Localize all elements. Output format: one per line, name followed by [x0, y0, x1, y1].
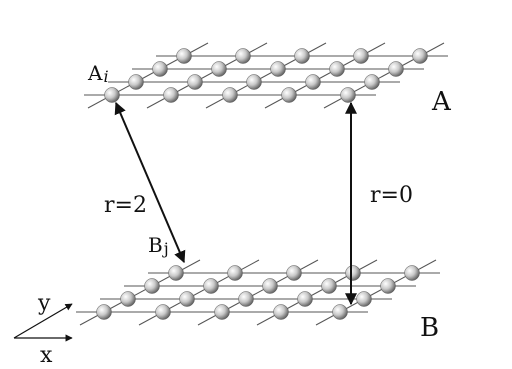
plane-b-sphere — [286, 265, 302, 281]
plane-b-sphere — [356, 291, 372, 307]
plane-a-sphere — [353, 48, 369, 64]
plane-b-sphere — [179, 291, 195, 307]
plane-a-sphere — [305, 74, 321, 90]
axis-x-label: x — [40, 343, 53, 368]
plane-b-sphere — [120, 291, 136, 307]
site-ai-label: Ai — [87, 61, 109, 86]
plane-a-sphere — [412, 48, 428, 64]
plane-a-sphere — [246, 74, 262, 90]
distance-connectors — [114, 101, 357, 306]
plane-a-sphere — [388, 61, 404, 77]
plane-a-sphere — [163, 87, 179, 103]
plane-a-sphere — [340, 87, 356, 103]
distance-label-r0: r=0 — [370, 183, 413, 208]
site-bj-label: Bj — [148, 233, 169, 258]
plane-a-label: A — [431, 87, 452, 117]
plane-b-sphere — [227, 265, 243, 281]
plane-a-sphere — [104, 87, 120, 103]
distance-arrow-diagonal — [114, 101, 186, 264]
plane-b-sphere — [168, 265, 184, 281]
plane-b-sphere — [214, 304, 230, 320]
axis-y-arrow — [13, 303, 73, 339]
plane-a-sphere — [235, 48, 251, 64]
plane-b-sphere — [262, 278, 278, 294]
axis-y-label: y — [37, 291, 51, 316]
plane-b-sphere — [404, 265, 420, 281]
plane-a-sphere — [128, 74, 144, 90]
plane-b-sphere — [155, 304, 171, 320]
plane-b-sphere — [203, 278, 219, 294]
plane-b-sphere — [332, 304, 348, 320]
plane-b-sphere — [144, 278, 160, 294]
plane-a-sphere — [329, 61, 345, 77]
plane-a-sphere — [211, 61, 227, 77]
plane-b-sphere — [297, 291, 313, 307]
plane-b-sphere — [238, 291, 254, 307]
plane-b-sphere — [96, 304, 112, 320]
plane-b-label: B — [420, 313, 439, 343]
plane-a-sphere — [187, 74, 203, 90]
plane-b-sphere — [273, 304, 289, 320]
lattice-plane-b — [76, 259, 440, 326]
plane-a-sphere — [270, 61, 286, 77]
plane-b-sphere — [345, 265, 361, 281]
plane-a-sphere — [222, 87, 238, 103]
plane-b-sphere — [380, 278, 396, 294]
plane-a-sphere — [176, 48, 192, 64]
distance-label-r2: r=2 — [104, 193, 147, 218]
plane-a-sphere — [152, 61, 168, 77]
plane-b-sphere — [321, 278, 337, 294]
lattice-plane-a — [84, 42, 448, 109]
plane-a-sphere — [294, 48, 310, 64]
plane-a-sphere — [364, 74, 380, 90]
axis-indicator — [13, 303, 73, 342]
plane-a-sphere — [281, 87, 297, 103]
